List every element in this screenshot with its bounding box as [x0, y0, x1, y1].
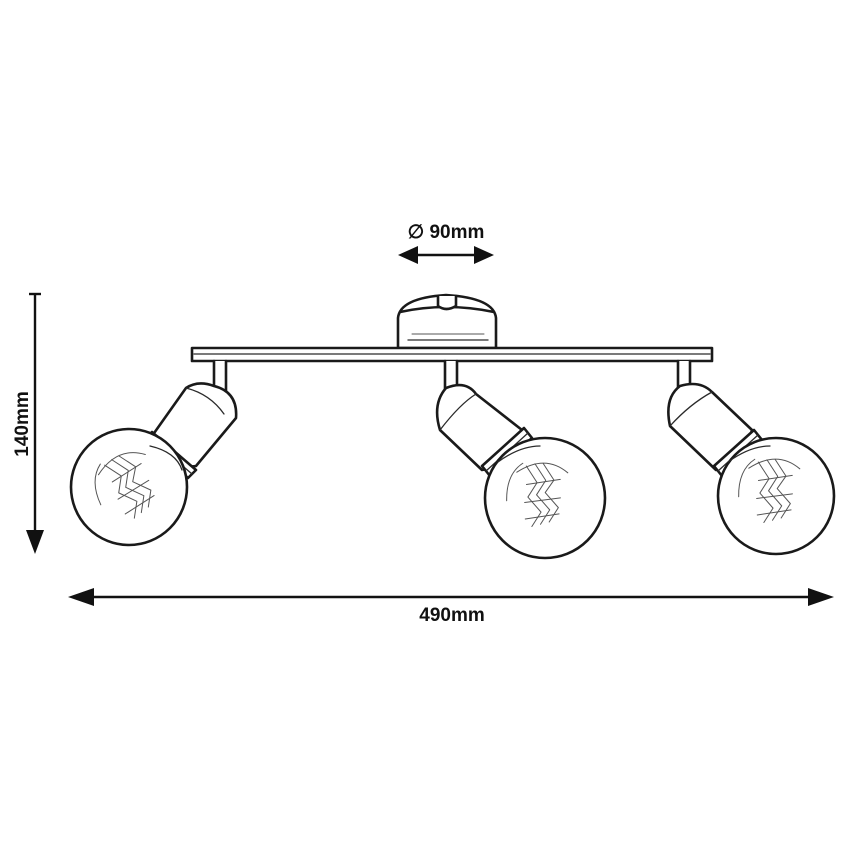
- canopy-diameter-arrow: [398, 246, 494, 264]
- height-dimension: 140mm: [12, 292, 44, 554]
- spotlight-right: [667, 359, 836, 556]
- width-dimension: 490mm: [68, 588, 834, 626]
- canopy-diameter-label: ∅ 90mm: [408, 222, 485, 243]
- ceiling-canopy: [396, 293, 498, 350]
- canopy-diameter-dimension: ∅ 90mm: [398, 222, 494, 264]
- spotlight-center: [435, 359, 607, 560]
- width-label: 490mm: [419, 605, 485, 626]
- spotlight-left: [69, 359, 238, 547]
- height-label: 140mm: [12, 391, 33, 457]
- mounting-bar: [190, 346, 714, 363]
